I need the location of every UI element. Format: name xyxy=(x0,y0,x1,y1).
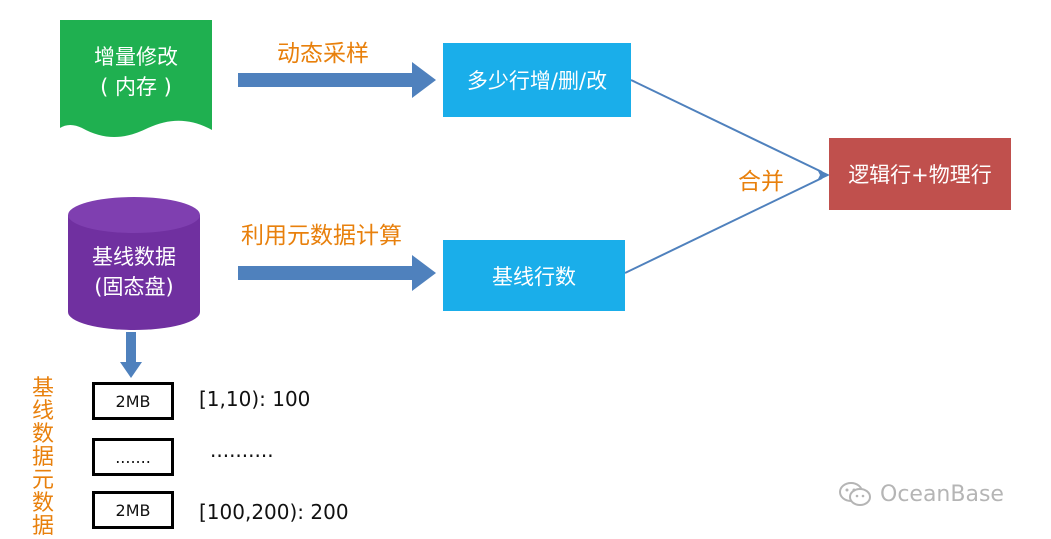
dynamic-sampling-label: 动态采样 xyxy=(277,41,369,67)
side-char: 基 xyxy=(31,376,54,401)
row-changes-label: 多少行增/删/改 xyxy=(466,69,608,93)
metadata-block: 2MB xyxy=(92,491,174,529)
side-char: 据 xyxy=(31,514,54,539)
merge-line-bottom xyxy=(624,177,823,274)
merge-line-top xyxy=(630,79,823,173)
metadata-range: [1,10): 100 xyxy=(199,387,311,411)
merge-label: 合并 xyxy=(738,169,784,195)
incremental-shape xyxy=(60,20,212,137)
metadata-range: .......... xyxy=(210,438,274,462)
incremental-line2: ( 内存 ) xyxy=(100,75,172,99)
metadata-arrow xyxy=(238,255,436,291)
wechat-icon xyxy=(839,482,871,506)
metadata-side-label: 基 线 数 据 元 数 据 xyxy=(30,377,56,538)
watermark: OceanBase xyxy=(838,480,1004,508)
baseline-node: 基线数据 (固态盘) xyxy=(68,240,200,304)
metadata-block-label: 2MB xyxy=(115,391,151,411)
baseline-cylinder xyxy=(68,215,200,330)
baseline-rows-label: 基线行数 xyxy=(492,264,576,289)
metadata-block: 2MB xyxy=(92,382,174,420)
metadata-block-label: 2MB xyxy=(115,500,151,520)
side-char: 数 xyxy=(31,422,54,447)
baseline-cylinder-top xyxy=(68,197,200,233)
metadata-block: ....... xyxy=(92,438,174,476)
baseline-line2: (固态盘) xyxy=(94,275,174,299)
watermark-text: OceanBase xyxy=(880,481,1004,507)
side-char: 数 xyxy=(31,491,54,516)
metadata-range: [100,200): 200 xyxy=(199,500,349,524)
baseline-line1: 基线数据 xyxy=(92,245,176,269)
incremental-node: 增量修改 ( 内存 ) xyxy=(60,40,212,104)
incremental-line1: 增量修改 xyxy=(94,45,178,69)
down-arrow xyxy=(120,332,142,378)
metadata-calc-label: 利用元数据计算 xyxy=(241,223,402,249)
merge-arrowhead xyxy=(817,169,830,181)
side-char: 线 xyxy=(31,399,54,424)
metadata-block-label: ....... xyxy=(115,447,151,467)
result-label: 逻辑行+物理行 xyxy=(848,163,992,187)
row-changes-node: 多少行增/删/改 xyxy=(443,43,631,117)
side-char: 据 xyxy=(31,445,54,470)
side-char: 元 xyxy=(31,468,54,493)
result-node: 逻辑行+物理行 xyxy=(829,138,1011,210)
sampling-arrow xyxy=(238,62,436,98)
baseline-rows-node: 基线行数 xyxy=(443,240,625,311)
